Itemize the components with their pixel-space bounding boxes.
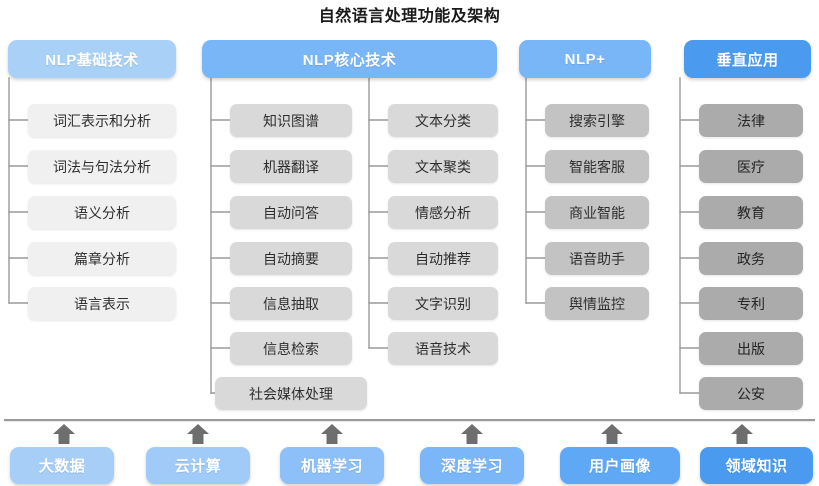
node-label: 出版 bbox=[737, 340, 765, 357]
node-label: 自动推荐 bbox=[415, 250, 471, 267]
node-label: 医疗 bbox=[737, 158, 765, 175]
page-title: 自然语言处理功能及架构 bbox=[318, 8, 501, 25]
node-label: 篇章分析 bbox=[74, 250, 130, 267]
node-item[interactable]: 语音技术 bbox=[388, 332, 498, 365]
foundation-item[interactable]: 大数据 bbox=[10, 447, 114, 484]
foundation-divider bbox=[4, 419, 815, 421]
node-item[interactable]: 信息抽取 bbox=[230, 287, 352, 320]
node-item[interactable]: 知识图谱 bbox=[230, 104, 352, 137]
node-label: 机器翻译 bbox=[263, 158, 319, 175]
foundation-label: 深度学习 bbox=[440, 458, 503, 475]
node-item[interactable]: 自动问答 bbox=[230, 196, 352, 229]
foundation-label: 领域知识 bbox=[725, 458, 788, 475]
node-item[interactable]: 语义分析 bbox=[28, 196, 176, 229]
node-label: 知识图谱 bbox=[263, 112, 319, 129]
node-label: 文本聚类 bbox=[415, 158, 471, 175]
arrow-up-icon bbox=[53, 424, 75, 444]
node-item[interactable]: 出版 bbox=[699, 332, 803, 365]
node-item[interactable]: 教育 bbox=[699, 196, 803, 229]
node-item[interactable]: 医疗 bbox=[699, 150, 803, 183]
node-label: 专利 bbox=[737, 295, 765, 312]
foundation-item[interactable]: 深度学习 bbox=[420, 447, 524, 484]
arrow-up-icon bbox=[461, 424, 483, 444]
node-item[interactable]: 社会媒体处理 bbox=[215, 377, 367, 410]
node-item[interactable]: 自动推荐 bbox=[388, 242, 498, 275]
node-label: 教育 bbox=[737, 204, 765, 221]
column-header-label: 垂直应用 bbox=[716, 51, 779, 69]
node-label: 政务 bbox=[737, 250, 765, 267]
node-label: 语音技术 bbox=[415, 340, 471, 357]
node-label: 自动摘要 bbox=[263, 250, 319, 267]
node-label: 自动问答 bbox=[263, 204, 319, 221]
node-label: 信息抽取 bbox=[263, 295, 319, 312]
node-item[interactable]: 舆情监控 bbox=[545, 287, 649, 320]
node-label: 词法与句法分析 bbox=[53, 158, 151, 175]
node-item[interactable]: 搜索引擎 bbox=[545, 104, 649, 137]
node-item[interactable]: 语言表示 bbox=[28, 287, 176, 320]
node-label: 信息检索 bbox=[263, 340, 319, 357]
node-label: 搜索引擎 bbox=[569, 112, 625, 129]
node-item[interactable]: 政务 bbox=[699, 242, 803, 275]
foundation-label: 用户画像 bbox=[588, 458, 651, 475]
node-label: 法律 bbox=[737, 112, 765, 129]
node-item[interactable]: 自动摘要 bbox=[230, 242, 352, 275]
node-item[interactable]: 法律 bbox=[699, 104, 803, 137]
node-label: 智能客服 bbox=[569, 158, 625, 175]
node-item[interactable]: 文本分类 bbox=[388, 104, 498, 137]
node-label: 公安 bbox=[737, 385, 765, 402]
foundation-label: 云计算 bbox=[174, 458, 222, 475]
node-label: 文本分类 bbox=[415, 112, 471, 129]
foundation-item[interactable]: 用户画像 bbox=[560, 447, 680, 484]
column-header-label: NLP核心技术 bbox=[302, 51, 397, 69]
node-item[interactable]: 文字识别 bbox=[388, 287, 498, 320]
node-label: 语义分析 bbox=[74, 204, 130, 221]
arrow-up-icon bbox=[321, 424, 343, 444]
node-item[interactable]: 公安 bbox=[699, 377, 803, 410]
node-label: 文字识别 bbox=[415, 295, 471, 312]
node-item[interactable]: 词汇表示和分析 bbox=[28, 104, 176, 137]
node-item[interactable]: 文本聚类 bbox=[388, 150, 498, 183]
foundation-item[interactable]: 云计算 bbox=[146, 447, 250, 484]
node-label: 词汇表示和分析 bbox=[53, 112, 151, 129]
node-item[interactable]: 词法与句法分析 bbox=[28, 150, 176, 183]
column-header-vertical-apps[interactable]: 垂直应用 bbox=[684, 40, 811, 78]
node-label: 商业智能 bbox=[569, 204, 625, 221]
node-item[interactable]: 商业智能 bbox=[545, 196, 649, 229]
column-header-label: NLP基础技术 bbox=[45, 51, 139, 69]
node-item[interactable]: 语音助手 bbox=[545, 242, 649, 275]
node-item[interactable]: 篇章分析 bbox=[28, 242, 176, 275]
foundation-label: 机器学习 bbox=[300, 458, 363, 475]
node-item[interactable]: 情感分析 bbox=[388, 196, 498, 229]
column-header-nlp-plus[interactable]: NLP+ bbox=[519, 40, 651, 78]
arrow-up-icon bbox=[601, 424, 623, 444]
node-item[interactable]: 专利 bbox=[699, 287, 803, 320]
node-label: 舆情监控 bbox=[569, 295, 625, 312]
node-label: 情感分析 bbox=[415, 204, 471, 221]
node-label: 语音助手 bbox=[569, 250, 625, 267]
node-label: 社会媒体处理 bbox=[249, 385, 333, 402]
column-header-label: NLP+ bbox=[564, 50, 606, 68]
arrow-up-icon bbox=[187, 424, 209, 444]
node-label: 语言表示 bbox=[74, 295, 130, 312]
node-item[interactable]: 智能客服 bbox=[545, 150, 649, 183]
node-item[interactable]: 机器翻译 bbox=[230, 150, 352, 183]
foundation-item[interactable]: 领域知识 bbox=[700, 447, 813, 484]
arrow-up-icon bbox=[731, 424, 753, 444]
foundation-item[interactable]: 机器学习 bbox=[280, 447, 384, 484]
column-header-nlp-core[interactable]: NLP核心技术 bbox=[202, 40, 497, 78]
foundation-label: 大数据 bbox=[38, 458, 86, 475]
column-header-nlp-basic[interactable]: NLP基础技术 bbox=[8, 40, 176, 78]
node-item[interactable]: 信息检索 bbox=[230, 332, 352, 365]
